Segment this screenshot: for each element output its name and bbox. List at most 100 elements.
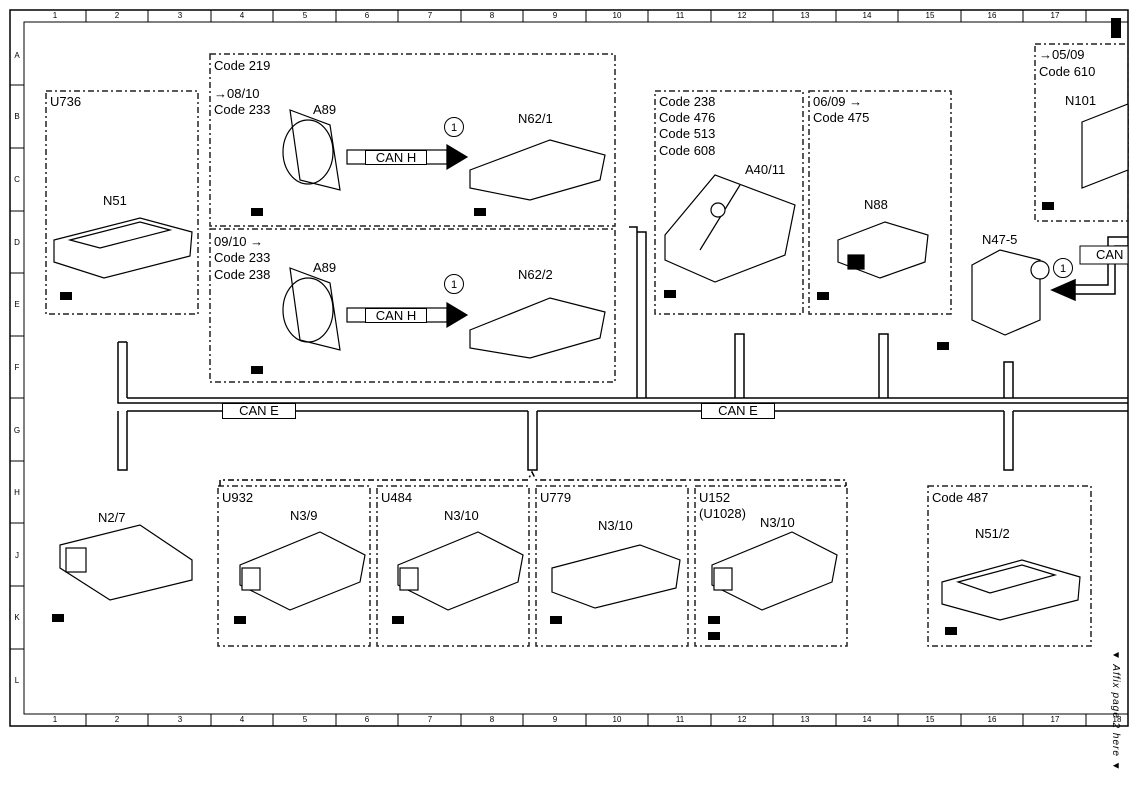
grid-col-bottom-8: 8 xyxy=(489,715,495,724)
label-n62-2: N62/2 xyxy=(518,267,553,282)
label-n101: N101 xyxy=(1065,93,1097,108)
label-a40-11: A40/11 xyxy=(745,162,786,177)
label-date-0810: →08/10 xyxy=(214,86,260,101)
circle-marker-bottom: 1 xyxy=(444,274,464,294)
right-can-arrow xyxy=(1050,236,1129,302)
component-boxes xyxy=(45,43,1129,647)
grid-col-bottom-16: 16 xyxy=(987,715,997,724)
grid-col-bottom-2: 2 xyxy=(114,715,120,724)
grid-col-2: 2 xyxy=(114,11,120,20)
grid-col-13: 13 xyxy=(800,11,810,20)
grid-col-bottom-11: 11 xyxy=(675,715,685,724)
grid-col-6: 6 xyxy=(364,11,370,20)
grid-col-bottom-15: 15 xyxy=(925,715,935,724)
grid-col-bottom-7: 7 xyxy=(427,715,433,724)
can-h-bottom-label: CAN H xyxy=(365,308,427,323)
grid-col-bottom-9: 9 xyxy=(552,715,558,724)
grid-col-15: 15 xyxy=(925,11,935,20)
grid-col-14: 14 xyxy=(862,11,872,20)
can-right-label: CAN xyxy=(1096,247,1124,262)
grid-row-c: C xyxy=(14,175,20,184)
grid-col-8: 8 xyxy=(489,11,495,20)
grid-col-bottom-12: 12 xyxy=(737,715,747,724)
component-shapes xyxy=(53,103,1129,621)
label-code610: Code 610 xyxy=(1039,64,1096,79)
grid-col-11: 11 xyxy=(675,11,685,20)
label-n2-7: N2/7 xyxy=(98,510,126,525)
grid-row-a: A xyxy=(14,51,20,60)
can-e-left-label: CAN E xyxy=(222,403,296,419)
label-u779: U779 xyxy=(540,490,572,505)
inner-frame xyxy=(23,21,1129,715)
label-u484: U484 xyxy=(381,490,413,505)
label-n47-5: N47-5 xyxy=(982,232,1018,247)
grid-col-bottom-14: 14 xyxy=(862,715,872,724)
label-n51-2: N51/2 xyxy=(975,526,1010,541)
grid-row-l: L xyxy=(14,676,20,685)
grid-col-bottom-4: 4 xyxy=(239,715,245,724)
label-u1028: (U1028) xyxy=(699,506,746,521)
label-code219: Code 219 xyxy=(214,58,271,73)
label-code238-bottom: Code 238 xyxy=(214,267,271,282)
label-n51: N51 xyxy=(103,193,127,208)
label-code476: Code 476 xyxy=(659,110,716,125)
grid-col-bottom-18: 18 xyxy=(1112,715,1122,724)
grid-row-j: J xyxy=(15,551,19,560)
grid-row-g: G xyxy=(13,426,21,435)
label-date-0509: →05/09 xyxy=(1039,47,1085,62)
can-e-bus xyxy=(117,226,1128,471)
grid-col-bottom-6: 6 xyxy=(364,715,370,724)
grid-col-12: 12 xyxy=(737,11,747,20)
grid-row-e: E xyxy=(14,300,20,309)
grid-row-f: F xyxy=(14,363,20,372)
grid-col-5: 5 xyxy=(302,11,308,20)
group-bracket xyxy=(219,470,847,486)
grid-col-10: 10 xyxy=(612,11,622,20)
circle-marker-top: 1 xyxy=(444,117,464,137)
outer-frame xyxy=(9,9,1129,727)
label-n3-9: N3/9 xyxy=(290,508,318,523)
label-code475: Code 475 xyxy=(813,110,870,125)
label-date-0910: 09/10 → xyxy=(214,234,264,249)
label-n3-10-c: N3/10 xyxy=(760,515,795,530)
can-h-arrows xyxy=(346,143,469,329)
grid-col-bottom-17: 17 xyxy=(1050,715,1060,724)
affix-note: ▼ Affix page 2 here ▼ xyxy=(1110,650,1121,772)
label-u152: U152 xyxy=(699,490,731,505)
label-code233-bottom: Code 233 xyxy=(214,250,271,265)
grid-row-d: D xyxy=(14,238,20,247)
label-n88: N88 xyxy=(864,197,888,212)
grid-col-9: 9 xyxy=(552,11,558,20)
label-code513: Code 513 xyxy=(659,126,716,141)
label-u932: U932 xyxy=(222,490,254,505)
circle-marker-right: 1 xyxy=(1053,258,1073,278)
label-code487: Code 487 xyxy=(932,490,989,505)
grid-col-bottom-5: 5 xyxy=(302,715,308,724)
grid-col-3: 3 xyxy=(177,11,183,20)
reference-icons xyxy=(52,18,1121,640)
label-n3-10-b: N3/10 xyxy=(598,518,633,533)
label-u736: U736 xyxy=(50,94,82,109)
grid-col-bottom-3: 3 xyxy=(177,715,183,724)
can-e-right-label: CAN E xyxy=(701,403,775,419)
label-a89-top: A89 xyxy=(313,102,337,117)
grid-col-17: 17 xyxy=(1050,11,1060,20)
grid-row-b: B xyxy=(14,112,20,121)
grid-col-bottom-10: 10 xyxy=(612,715,622,724)
grid-col-bottom-1: 1 xyxy=(52,715,58,724)
grid-col-bottom-13: 13 xyxy=(800,715,810,724)
can-h-top-label: CAN H xyxy=(365,150,427,165)
grid-col-1: 1 xyxy=(52,11,58,20)
label-date-0609: 06/09 → xyxy=(813,94,863,109)
label-code233-top: Code 233 xyxy=(214,102,271,117)
grid-col-16: 16 xyxy=(987,11,997,20)
grid-col-4: 4 xyxy=(239,11,245,20)
grid-row-h: H xyxy=(14,488,20,497)
grid-col-7: 7 xyxy=(427,11,433,20)
label-a89-bottom: A89 xyxy=(313,260,337,275)
grid-row-k: K xyxy=(14,613,20,622)
label-code238: Code 238 xyxy=(659,94,716,109)
grid-ticks xyxy=(10,10,1087,726)
